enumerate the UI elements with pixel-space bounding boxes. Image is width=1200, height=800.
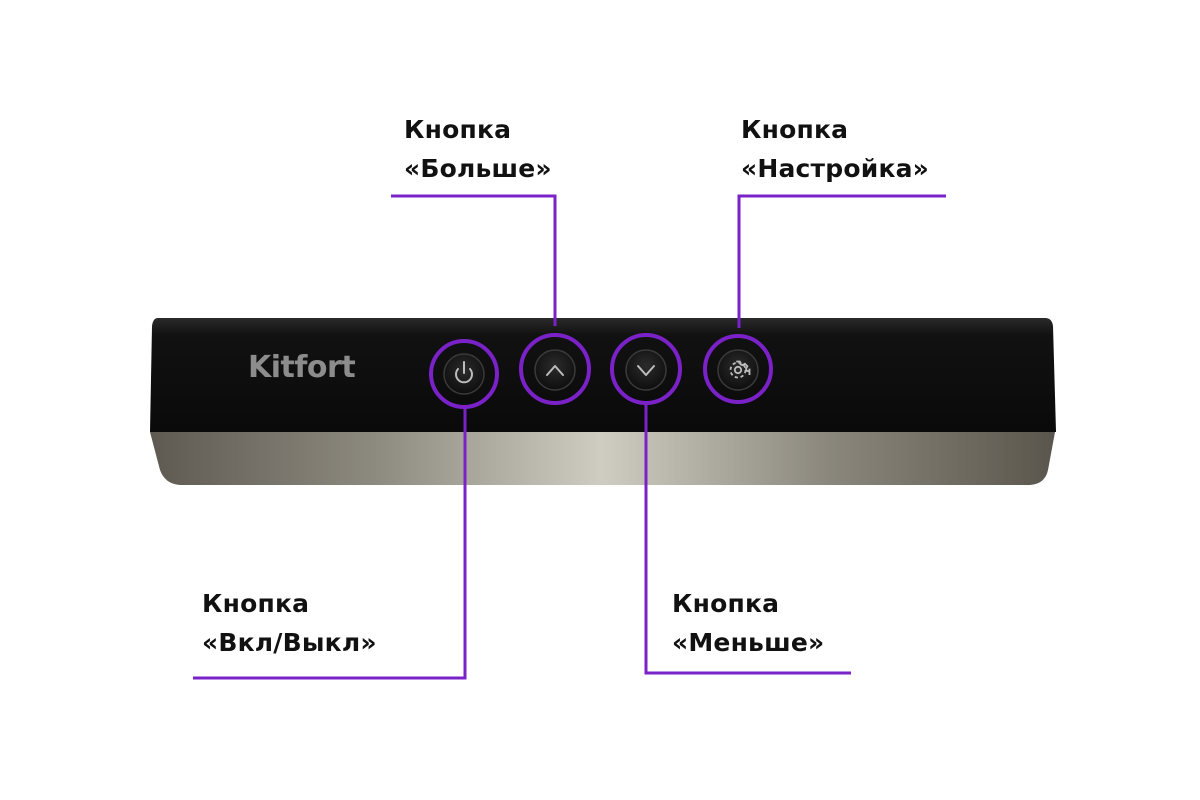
power-button-graphic: [443, 353, 485, 395]
callout-power: Кнопка «Вкл/Выкл»: [202, 584, 377, 662]
power-icon: [455, 361, 473, 384]
induction-cooker-control-panel: [150, 318, 1056, 485]
gear-icon: [729, 360, 751, 379]
leader-line-settings: [737, 194, 946, 328]
highlight-ring-settings: [703, 334, 773, 404]
callout-minus: Кнопка «Меньше»: [672, 584, 824, 662]
leader-line-plus: [391, 194, 557, 326]
leader-lines: [193, 194, 946, 680]
callout-settings: Кнопка «Настройка»: [741, 110, 929, 188]
callout-settings-line2: «Настройка»: [741, 154, 930, 183]
leader-line-minus: [644, 404, 851, 675]
callout-power-line2: «Вкл/Выкл»: [202, 628, 377, 657]
callout-plus-line2: «Больше»: [404, 154, 552, 183]
callout-minus-line1: Кнопка: [672, 589, 780, 618]
settings-button[interactable]: [705, 338, 767, 400]
button-highlights: [429, 333, 773, 409]
callout-plus-line1: Кнопка: [404, 115, 512, 144]
callout-power-line1: Кнопка: [202, 589, 310, 618]
plus-button-graphic: [534, 349, 576, 391]
callout-settings-line1: Кнопка: [741, 115, 849, 144]
highlight-ring-plus: [519, 333, 591, 405]
highlight-ring-power: [429, 339, 499, 409]
settings-button-graphic: [717, 349, 759, 391]
chevron-down-icon: [637, 365, 655, 376]
power-button[interactable]: [433, 343, 495, 405]
callout-plus: Кнопка «Больше»: [404, 110, 552, 188]
brand-logo: Kitfort: [248, 350, 356, 385]
minus-button-graphic: [625, 349, 667, 391]
panel-top-surface: [150, 318, 1056, 432]
callout-minus-line2: «Меньше»: [672, 628, 825, 657]
decrease-button[interactable]: [614, 338, 676, 400]
increase-button[interactable]: [525, 338, 587, 400]
highlight-ring-minus: [610, 333, 682, 405]
chevron-up-icon: [546, 365, 564, 376]
leader-line-power: [193, 408, 467, 680]
panel-front-edge: [150, 432, 1055, 485]
